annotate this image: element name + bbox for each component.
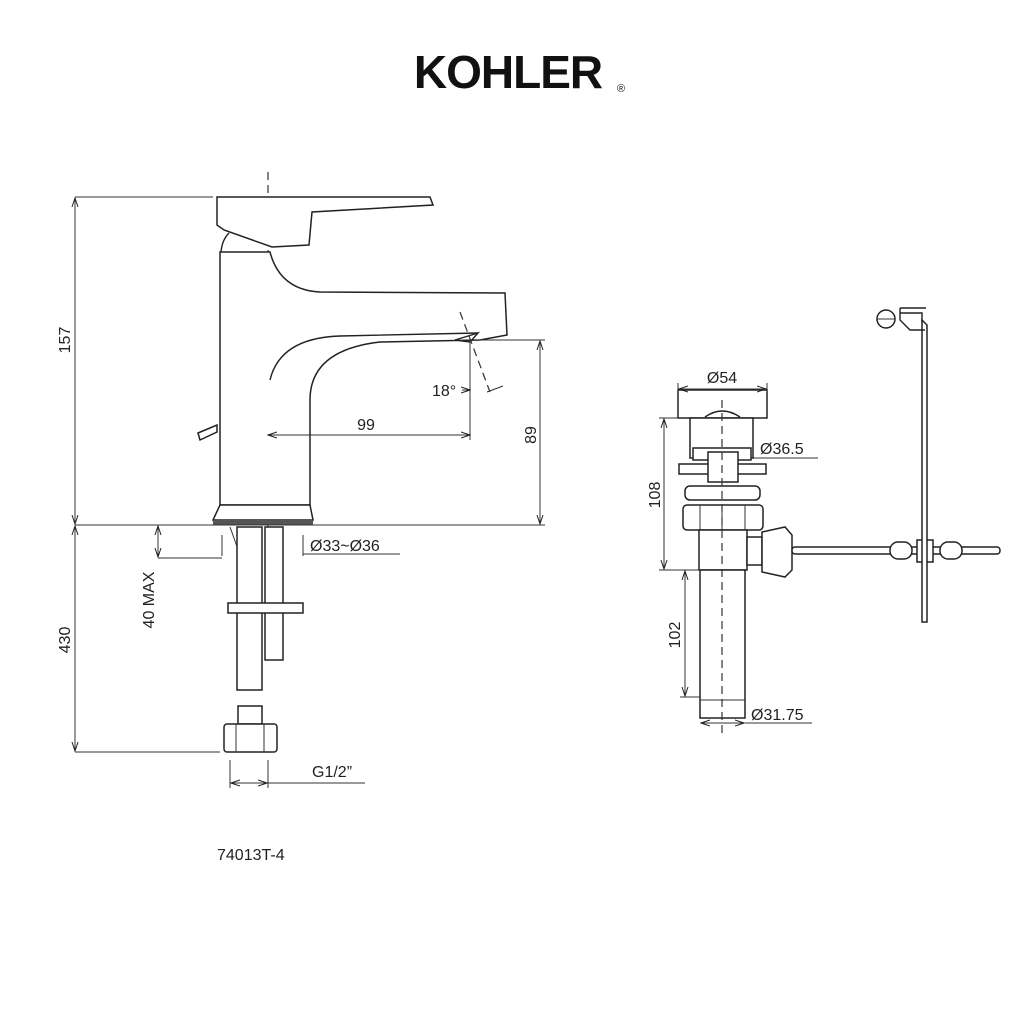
dim-connection: G1/2” [312,764,352,781]
connector-nut [223,723,278,753]
dim-cap-diameter: Ø54 [707,370,737,387]
dim-spout-angle: 18° [432,383,456,400]
dim-hose-length: 430 [57,627,74,654]
faucet-side-view [197,172,508,565]
svg-text:®: ® [617,83,625,95]
lift-rod [921,318,928,623]
drain-pivot-nut [761,526,793,578]
faucet-body [219,251,508,506]
connector-nut-top [237,705,263,725]
drain-assembly [677,307,1001,738]
dim-deck-thickness: 40 MAX [141,571,158,628]
dim-spout-reach: 99 [357,417,375,434]
dim-body-height: 108 [647,482,664,509]
dim-total-height: 157 [57,327,74,354]
model-number: 74013T-4 [217,847,285,864]
drain-lever [197,423,218,442]
svg-text:KOHLER: KOHLER [414,46,603,98]
faucet-handle [216,196,435,248]
faucet-shank-assembly [223,526,304,753]
dim-spout-height: 89 [523,426,540,444]
dim-tail-length: 102 [667,622,684,649]
drain-tailpiece [699,569,746,719]
drain-dimensions: Ø54 Ø36.5 108 102 Ø31.75 [647,370,818,724]
faucet-dimensions: 157 99 89 18° Ø33~Ø36 40 MAX 430 G1/2” 7… [57,196,545,864]
dim-tail-diameter: Ø31.75 [751,707,804,724]
kohler-logo: KOHLER ® [414,46,625,98]
dim-hole-diameter: Ø33~Ø36 [310,538,380,555]
faucet-base [211,504,314,521]
dim-body-diameter: Ø36.5 [760,441,804,458]
